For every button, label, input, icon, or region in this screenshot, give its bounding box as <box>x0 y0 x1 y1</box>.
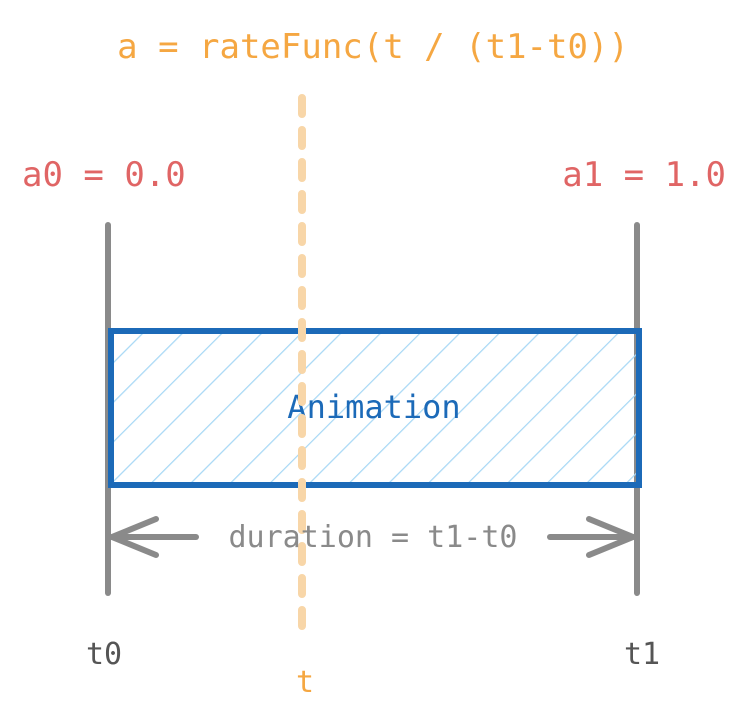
animation-box <box>108 328 642 488</box>
start-value-label: a0 = 0.0 <box>22 155 186 195</box>
duration-arrow-left-head <box>109 516 159 558</box>
animation-box-label: Animation <box>287 388 460 426</box>
end-value-label: a1 = 1.0 <box>562 155 726 195</box>
duration-arrow <box>109 516 636 558</box>
current-time-label: t <box>296 665 314 700</box>
formula-text: a = rateFunc(t / (t1-t0)) <box>117 27 629 67</box>
duration-arrow-right-head <box>586 516 636 558</box>
duration-label: duration = t1-t0 <box>229 520 518 555</box>
start-time-label: t0 <box>86 637 122 672</box>
end-time-label: t1 <box>624 637 660 672</box>
